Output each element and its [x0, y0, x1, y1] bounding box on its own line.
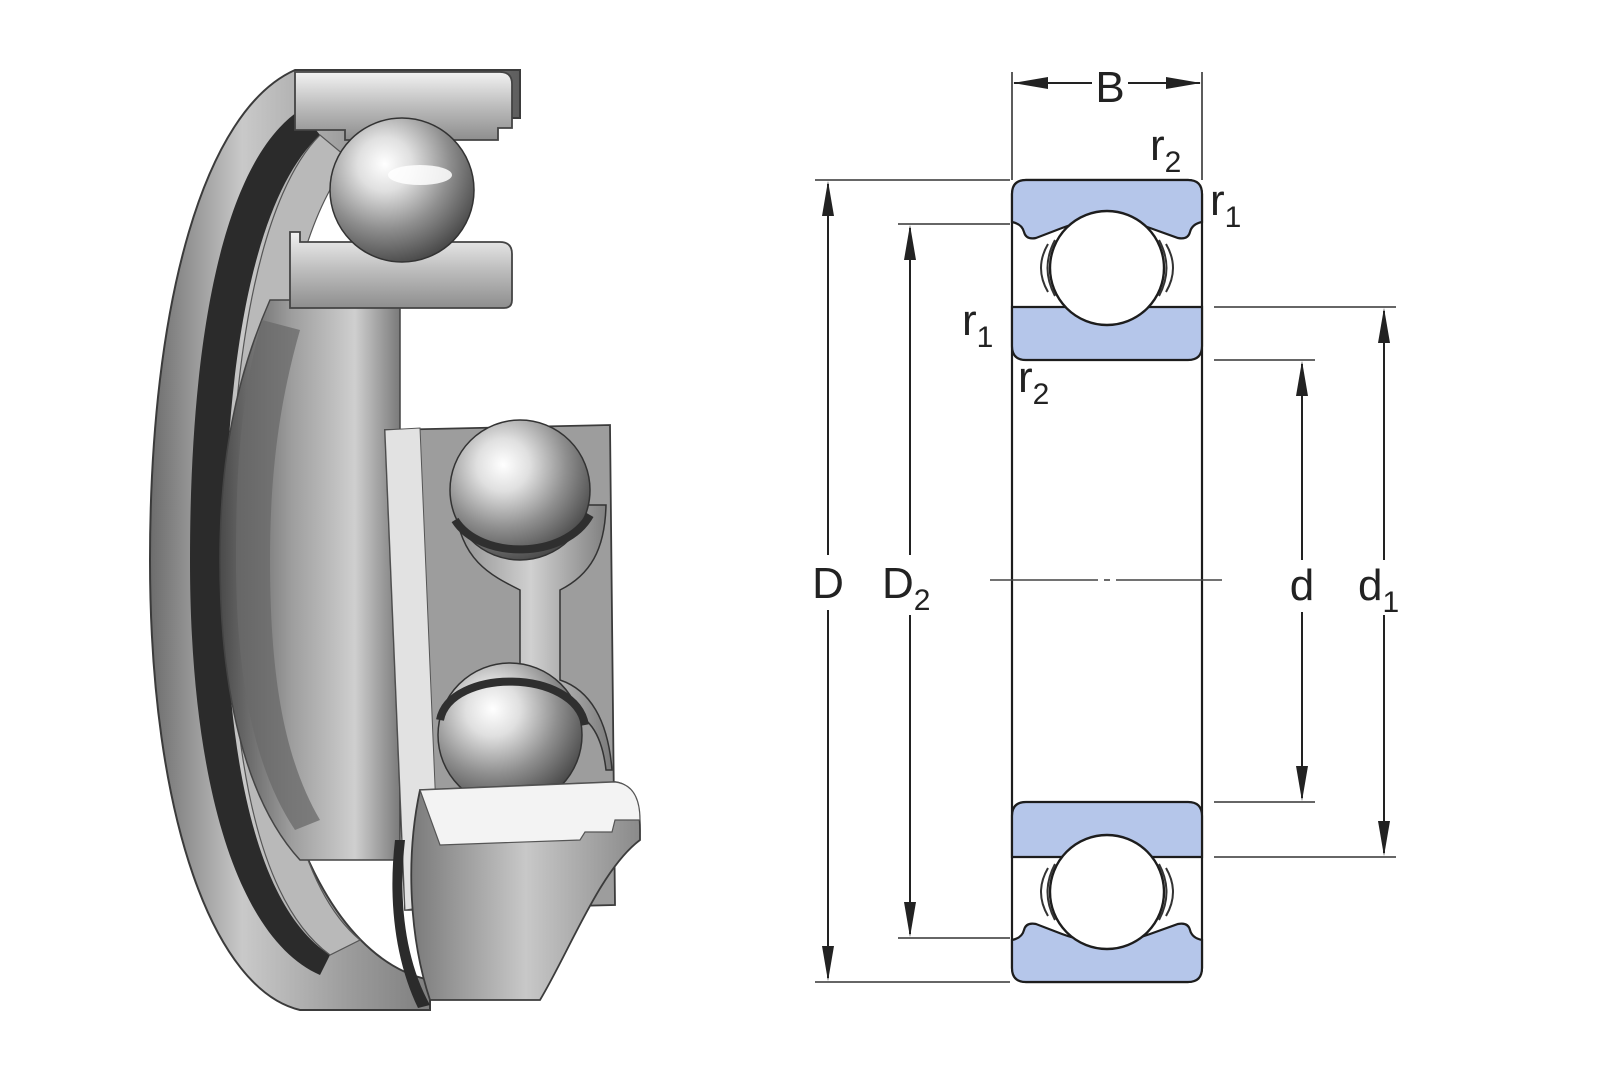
dimension-d1: [1214, 306, 1396, 858]
lower-ball-upper: [449, 419, 591, 561]
bearing-photo: [148, 69, 641, 1011]
top-cage-right: [1158, 239, 1168, 297]
bottom-outer-block-dark-edge: [392, 840, 430, 1008]
bottom-cage-right: [1158, 863, 1168, 921]
bottom-outer-block-top: [419, 781, 641, 846]
cross-section-drawing: B r2 r1 r1 r2 D D2: [812, 63, 1399, 984]
label-r1-top: r1: [1210, 176, 1241, 234]
top-ball: [329, 117, 475, 263]
label-r1-left: r1: [962, 296, 993, 354]
bottom-cage-left: [1046, 863, 1056, 921]
dimension-D2: [898, 223, 1010, 939]
dimension-B: [1011, 72, 1203, 180]
label-B: B: [1095, 63, 1124, 112]
top-outer-block: [294, 71, 513, 141]
bottom-outer-ring: [1010, 922, 1204, 984]
lower-ball-lower-rim: [436, 677, 589, 727]
top-cage-right-inner: [1165, 243, 1174, 293]
top-cage-left: [1046, 239, 1056, 297]
dimension-d: [1214, 359, 1315, 803]
label-r2-top: r2: [1150, 121, 1181, 179]
bottom-cage-right-inner: [1165, 867, 1174, 917]
label-r2-left: r2: [1018, 353, 1049, 411]
bottom-cage-left-inner: [1040, 867, 1049, 917]
label-d1: d1: [1358, 561, 1399, 619]
top-section-ball: [1048, 209, 1166, 327]
top-outer-ring: [1010, 178, 1204, 240]
top-ball-highlight: [388, 165, 452, 185]
dimension-D: [815, 179, 1010, 983]
inner-ring-bore-shadow: [236, 320, 320, 830]
bottom-section-ball: [1048, 833, 1166, 951]
label-D2: D2: [882, 559, 930, 617]
seal-band: [190, 110, 330, 975]
top-inner-block: [289, 231, 513, 309]
top-cage-left-inner: [1040, 243, 1049, 293]
label-d: d: [1290, 561, 1314, 610]
label-D: D: [812, 559, 844, 608]
lower-ball-upper-rim: [451, 512, 594, 554]
